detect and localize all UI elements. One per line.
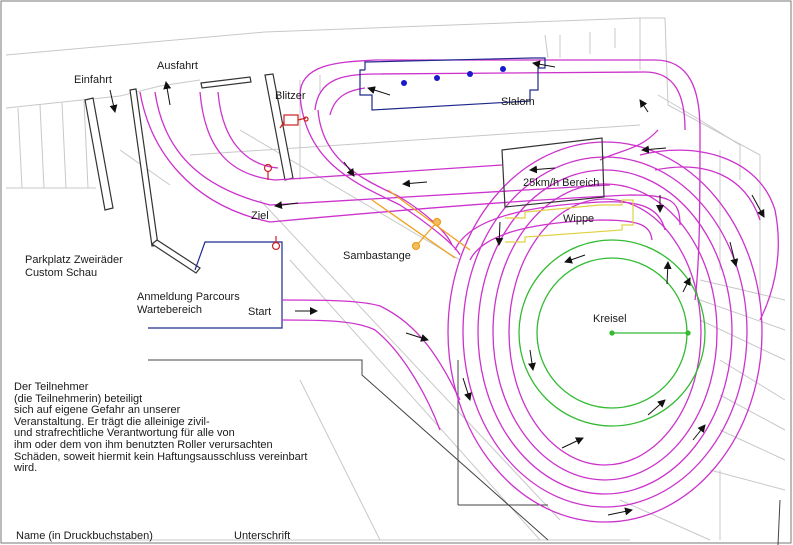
disclaimer-line: und strafrechtliche Verantwortung für al… bbox=[14, 427, 235, 440]
wippe-obstacle bbox=[505, 199, 634, 243]
slalom-cones bbox=[401, 66, 506, 86]
label-wippe: Wippe bbox=[563, 213, 595, 225]
label-slalom: Slalom bbox=[501, 96, 535, 108]
disclaimer-line: Veranstaltung. Er trägt die alleinige zi… bbox=[14, 415, 210, 428]
label-25kmh-bereich: 25km/h Bereich bbox=[523, 177, 600, 189]
label-anmeldung-line1: Anmeldung Parcours bbox=[137, 291, 240, 303]
disclaimer-line: (die Teilnehmerin) beteiligt bbox=[14, 392, 143, 405]
barriers bbox=[84, 73, 294, 274]
label-parkplatz-line1: Parkplatz Zweiräder bbox=[25, 254, 123, 266]
label-ziel: Ziel bbox=[251, 210, 269, 222]
kreisel-roundabout bbox=[518, 239, 706, 427]
parking-grid bbox=[5, 17, 786, 541]
label-blitzer: Blitzer bbox=[275, 90, 306, 102]
registration-area bbox=[148, 241, 283, 329]
label-sambastange: Sambastange bbox=[343, 250, 411, 262]
disclaimer-line: Der Teilnehmer bbox=[14, 381, 89, 393]
blitzer-camera bbox=[279, 114, 309, 129]
label-start: Start bbox=[248, 306, 272, 318]
disclaimer-line: ihm oder dem von ihm benutzten Roller ve… bbox=[14, 438, 273, 451]
label-einfahrt: Einfahrt bbox=[74, 74, 112, 86]
track-lanes bbox=[139, 59, 779, 523]
disclaimer-text: Der Teilnehmer (die Teilnehmerin) beteil… bbox=[14, 381, 308, 475]
slalom-zone bbox=[359, 57, 546, 111]
direction-arrows bbox=[109, 60, 765, 516]
label-kreisel: Kreisel bbox=[593, 313, 627, 325]
label-anmeldung-line2: Wartebereich bbox=[137, 304, 203, 316]
disclaimer-line: wird. bbox=[14, 462, 38, 475]
signature-field-label: Unterschrift bbox=[234, 530, 291, 542]
label-ausfahrt: Ausfahrt bbox=[157, 60, 198, 72]
finish-markers bbox=[263, 163, 281, 251]
speed-zone-25 bbox=[501, 137, 605, 208]
venue-outline bbox=[148, 359, 781, 545]
disclaimer-line: sich auf eigene Gefahr an unserer bbox=[14, 404, 181, 417]
disclaimer-line: Schäden, soweit hiermit kein Haftungsaus… bbox=[14, 450, 308, 463]
label-parkplatz-line2: Custom Schau bbox=[25, 267, 98, 279]
name-field-label: Name (in Druckbuchstaben) bbox=[16, 530, 153, 542]
sambastange-obstacle bbox=[371, 189, 471, 259]
